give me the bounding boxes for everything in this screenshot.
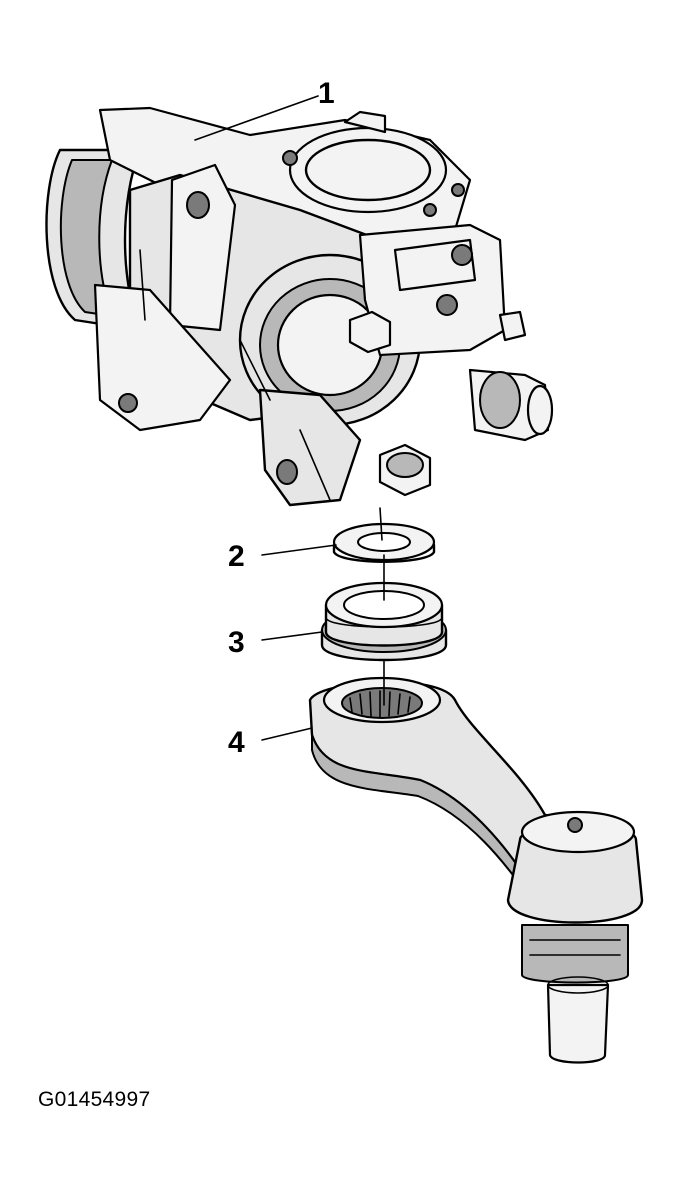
alignment-lines <box>379 507 385 706</box>
ball-stud <box>506 810 644 1064</box>
leader-lines <box>194 95 337 741</box>
callout-1: 1 <box>318 77 335 110</box>
pitman-arm <box>308 676 644 1064</box>
figure-id-label: G01454997 <box>38 1088 151 1111</box>
callout-2: 2 <box>228 540 245 573</box>
seal <box>320 581 448 662</box>
callout-3: 3 <box>228 626 245 659</box>
washer <box>332 522 436 563</box>
bolt-head-upper <box>348 310 392 354</box>
callout-4: 4 <box>228 726 245 759</box>
input-shaft <box>468 368 554 442</box>
steering-gear-housing <box>45 106 554 507</box>
